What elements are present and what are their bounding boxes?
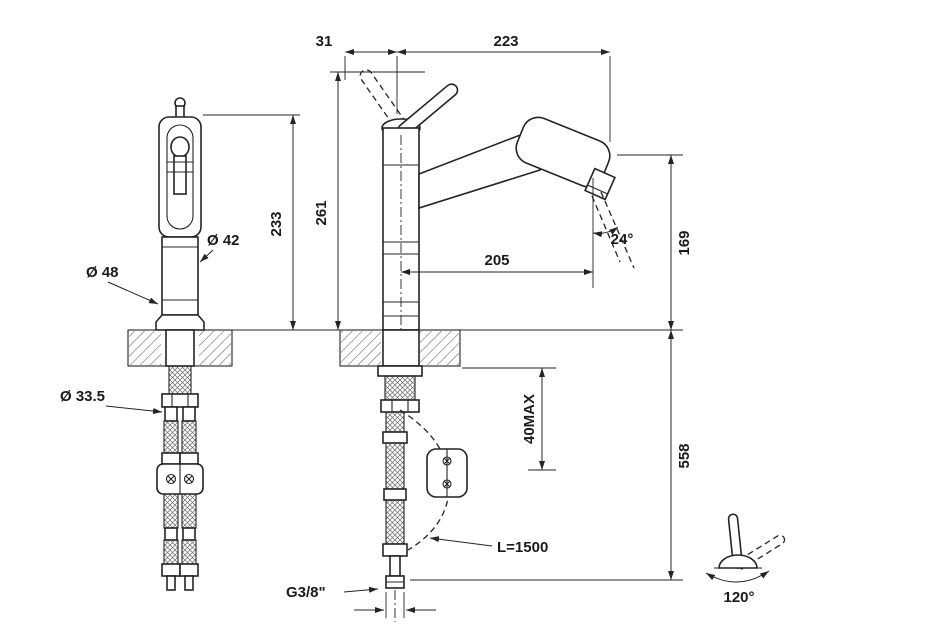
spout [418, 130, 542, 210]
handle-rotation-icon: 120° [705, 513, 786, 606]
faucet-front-view [127, 97, 233, 591]
swing-arc-arrow [705, 570, 770, 583]
faucet-side-view [339, 69, 635, 622]
side-washer [377, 365, 423, 377]
handle-alt-position [359, 69, 411, 137]
spray-tip [584, 167, 616, 201]
supply-hose-left [161, 406, 181, 591]
counter-hatch-left [129, 331, 161, 365]
dim-558-label: 558 [676, 443, 693, 468]
supply-hose-right [179, 406, 199, 591]
counter-hatch-right [199, 331, 231, 365]
dimension-annotations: 31 223 233 261 169 558 205 24° 40MAX [60, 33, 693, 618]
angle-24-label: 24° [611, 231, 634, 248]
counter-hatch-right-side [420, 331, 459, 365]
hose-length-label: L=1500 [497, 539, 548, 556]
front-base [155, 314, 205, 331]
swivel-angle-label: 120° [723, 589, 754, 606]
hose-connector-block [156, 463, 204, 495]
thread-size-label: G3/8" [286, 584, 326, 601]
pullout-hose [382, 411, 408, 589]
dim-31-label: 31 [316, 33, 333, 50]
front-threaded-shank [168, 365, 192, 395]
dim-205-label: 205 [484, 252, 509, 269]
dim-261-label: 261 [313, 200, 330, 225]
hose-weight [426, 448, 468, 498]
dia-33-5-label: Ø 33.5 [60, 388, 105, 405]
front-mounting-nut [161, 393, 199, 408]
front-shank-through-counter [165, 329, 195, 367]
dia-42-label: Ø 42 [207, 232, 240, 249]
spray-head [515, 116, 611, 188]
dim-223-label: 223 [493, 33, 518, 50]
dim-169-label: 169 [676, 230, 693, 255]
front-lever-knob [170, 136, 190, 158]
side-threaded-shank [384, 375, 416, 401]
counter-hatch-left-side [341, 331, 381, 365]
front-lever-bar [173, 155, 187, 195]
dia-48-label: Ø 48 [86, 264, 119, 281]
front-lever-slot [166, 124, 194, 230]
swing-handle-base [718, 554, 758, 569]
side-shank-through-counter [382, 329, 420, 367]
dim-233-label: 233 [268, 211, 285, 236]
dim-40max-label: 40MAX [521, 394, 538, 444]
front-lower-body [161, 236, 199, 316]
